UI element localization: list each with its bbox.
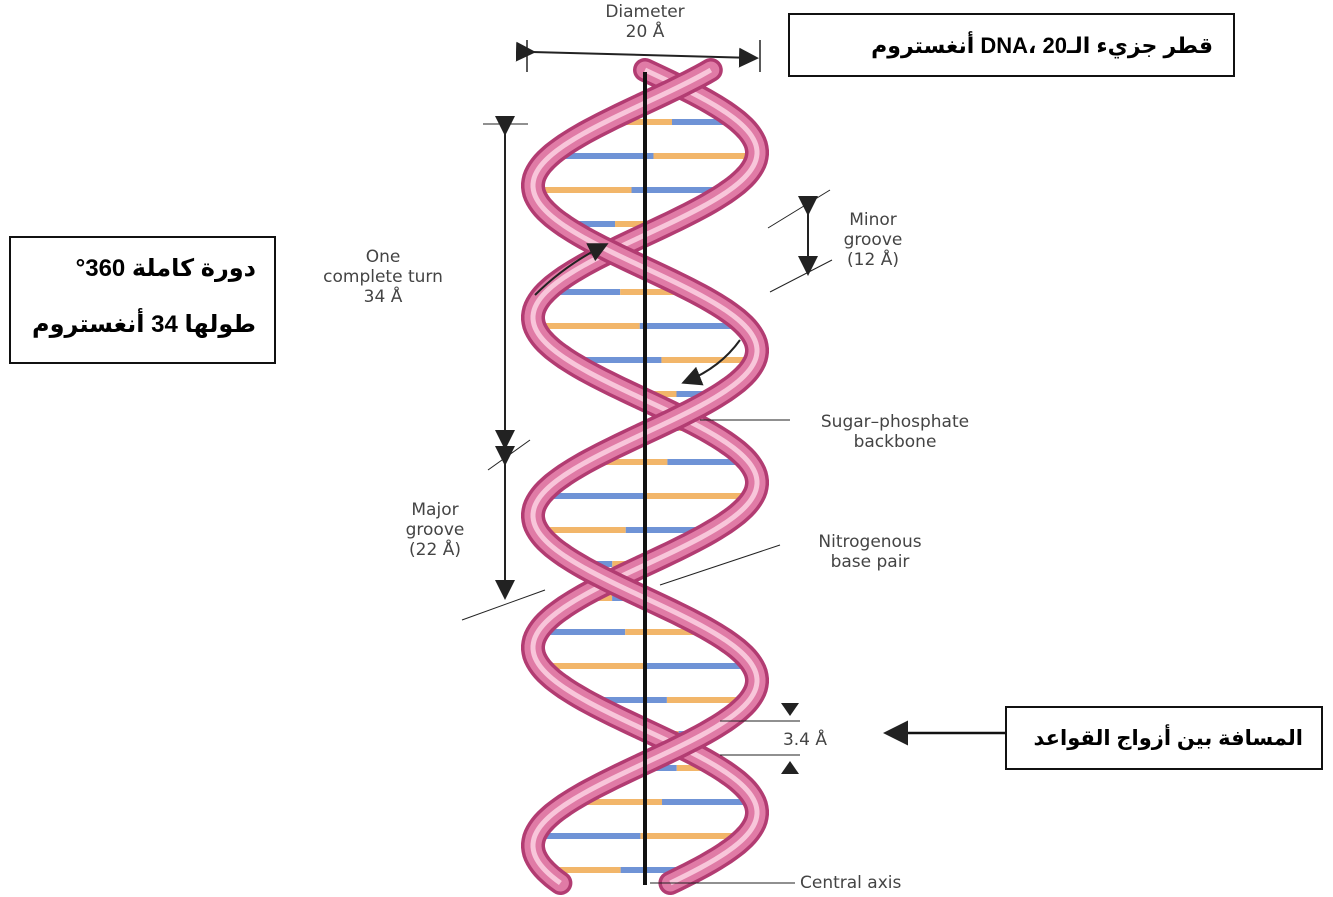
diameter-value: 20 Å <box>560 22 730 42</box>
turn-line2: complete turn <box>278 267 488 287</box>
minor-tick-top <box>768 190 830 228</box>
base-line2: base pair <box>780 552 960 572</box>
major-line2: groove <box>385 520 485 540</box>
minor-line1: Minor <box>828 210 918 230</box>
turn-annotation-box: دورة كاملة 360° طولها 34 أنغستروم <box>9 236 276 364</box>
diameter-arrow <box>532 52 755 58</box>
turn-tick-bottom <box>488 440 530 470</box>
turn-line1: One <box>278 247 488 267</box>
backbone-label: Sugar–phosphate backbone <box>790 412 1000 452</box>
backbone-line1: Sugar–phosphate <box>790 412 1000 432</box>
diameter-annotation-text: قطر جزيء الـDNA، 20 أنغستروم <box>871 33 1213 58</box>
minor-tick-bottom <box>770 260 832 292</box>
spacing-triangle-top <box>781 703 799 716</box>
major-groove-label: Major groove (22 Å) <box>385 500 485 560</box>
complete-turn-label: One complete turn 34 Å <box>278 247 488 307</box>
turn-annotation-line2: طولها 34 أنغستروم <box>11 310 256 340</box>
diameter-annotation-box: قطر جزيء الـDNA، 20 أنغستروم <box>788 13 1235 77</box>
central-axis-label: Central axis <box>800 873 901 893</box>
major-line1: Major <box>385 500 485 520</box>
backbone-line2: backbone <box>790 432 1000 452</box>
major-tick-bottom <box>462 590 545 620</box>
minor-groove-label: Minor groove (12 Å) <box>828 210 918 270</box>
spacing-annotation-box: المسافة بين أزواج القواعد <box>1005 706 1323 770</box>
base-line1: Nitrogenous <box>780 532 960 552</box>
base-pair-label: Nitrogenous base pair <box>780 532 960 572</box>
turn-annotation-line1: دورة كاملة 360° <box>76 255 256 282</box>
major-line3: (22 Å) <box>385 540 485 560</box>
spacing-label: 3.4 Å <box>770 730 840 750</box>
diameter-label: Diameter 20 Å <box>560 2 730 42</box>
spacing-triangle-bottom <box>781 761 799 774</box>
spacing-annotation-text: المسافة بين أزواج القواعد <box>1034 727 1303 750</box>
diameter-title: Diameter <box>560 2 730 22</box>
turn-line3: 34 Å <box>278 287 488 307</box>
minor-line2: groove <box>828 230 918 250</box>
minor-line3: (12 Å) <box>828 250 918 270</box>
